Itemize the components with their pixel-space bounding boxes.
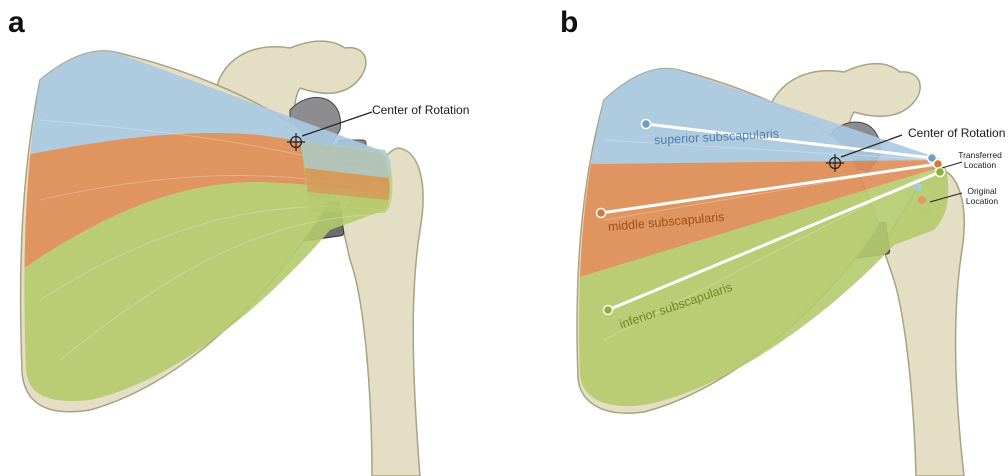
middle-original-dot bbox=[918, 196, 926, 204]
middle-origin-dot bbox=[597, 209, 606, 218]
inferior-origin-dot bbox=[604, 306, 613, 315]
transferred-location-label: Transferred Location bbox=[956, 150, 1004, 170]
superior-origin-dot bbox=[642, 120, 651, 129]
inferior-transferred-dot bbox=[936, 168, 945, 177]
center-of-rotation-label-b: Center of Rotation bbox=[908, 126, 1005, 140]
shoulder-diagram-b bbox=[504, 0, 1008, 476]
center-of-rotation-label-a: Center of Rotation bbox=[372, 103, 469, 117]
panel-a: a bbox=[0, 0, 504, 476]
panel-b: b bbox=[504, 0, 1008, 476]
inferior-original-dot bbox=[921, 209, 929, 217]
superior-original-dot bbox=[914, 183, 922, 191]
original-location-label: Original Location bbox=[960, 186, 1004, 206]
shoulder-diagram-a bbox=[0, 0, 504, 476]
